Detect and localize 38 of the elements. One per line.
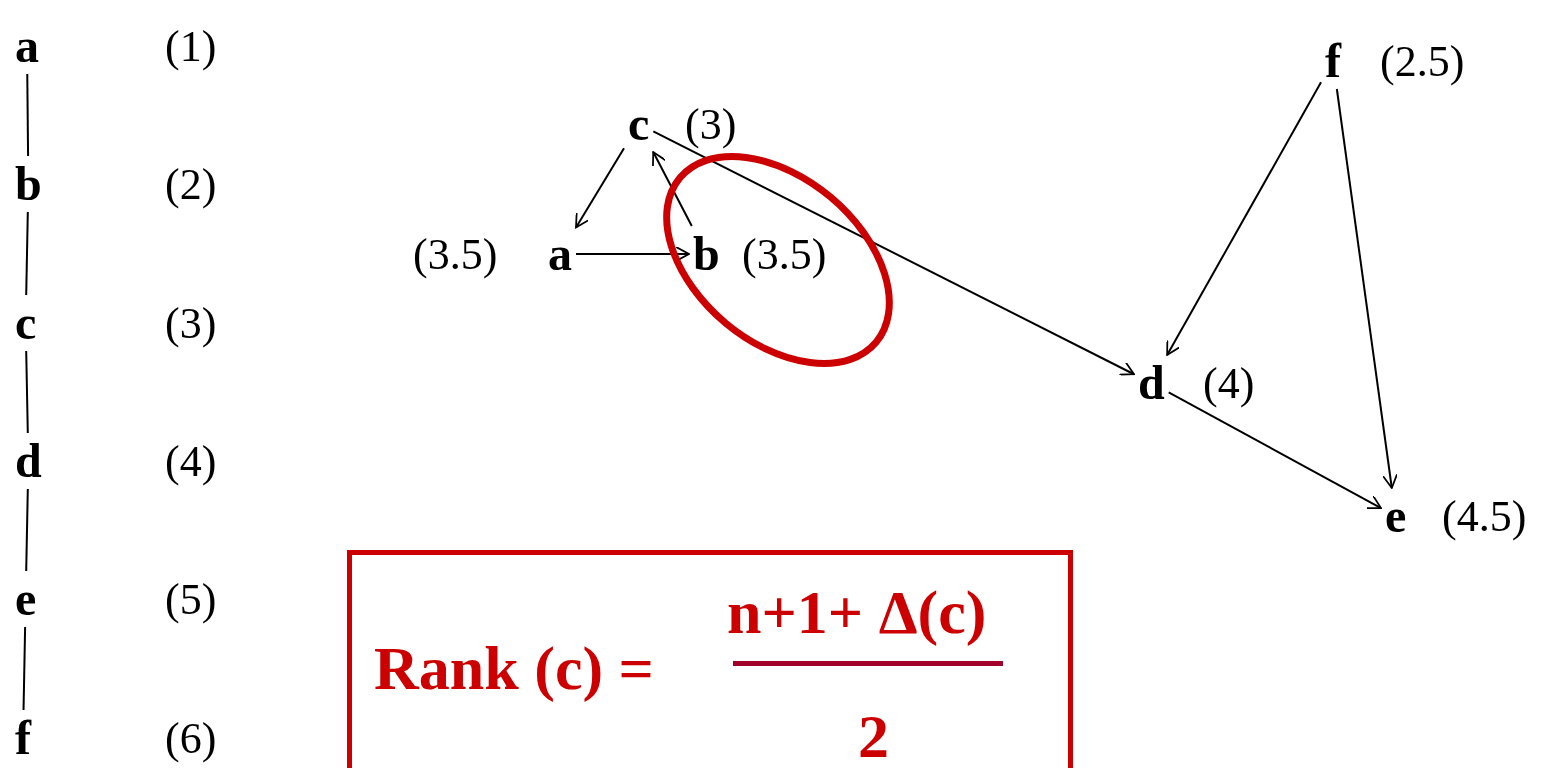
rank-value: (3) xyxy=(165,302,217,346)
node-letter: b xyxy=(15,160,42,208)
connector-line xyxy=(25,488,29,572)
arrow xyxy=(652,130,1135,376)
rank-value: (1) xyxy=(165,25,217,69)
connector-line xyxy=(25,350,29,434)
node-letter: c xyxy=(628,100,650,148)
node-letter: c xyxy=(15,299,37,347)
node-letter: f xyxy=(15,714,31,762)
rank-value: (4.5) xyxy=(1442,495,1527,539)
node-letter: d xyxy=(1138,359,1165,407)
rank-value: (3.5) xyxy=(413,233,498,277)
node-letter: b xyxy=(693,230,720,278)
arrow xyxy=(1167,391,1382,509)
rank-value: (5) xyxy=(165,578,217,622)
fraction-denominator: 2 xyxy=(858,705,889,767)
node-letter: d xyxy=(15,437,42,485)
connector-line xyxy=(22,626,27,711)
arrow xyxy=(1335,88,1398,489)
arrow xyxy=(652,151,693,227)
rank-value: (4) xyxy=(1203,362,1255,406)
arrow xyxy=(575,246,690,262)
formula-box xyxy=(347,550,1073,768)
rank-value: (3) xyxy=(685,103,737,147)
node-letter: a xyxy=(548,230,572,278)
connector-line xyxy=(26,73,30,157)
rank-value: (3.5) xyxy=(742,233,827,277)
arrow xyxy=(1166,81,1322,356)
arrow xyxy=(575,147,625,229)
rank-value: (4) xyxy=(165,440,217,484)
node-letter: e xyxy=(1385,492,1407,540)
node-letter: e xyxy=(15,575,37,623)
rank-value: (2) xyxy=(165,163,217,207)
rank-value: (2.5) xyxy=(1380,40,1465,84)
node-letter: f xyxy=(1325,37,1341,85)
node-letter: a xyxy=(15,22,39,70)
rank-value: (6) xyxy=(165,717,217,761)
connector-line xyxy=(25,211,29,296)
